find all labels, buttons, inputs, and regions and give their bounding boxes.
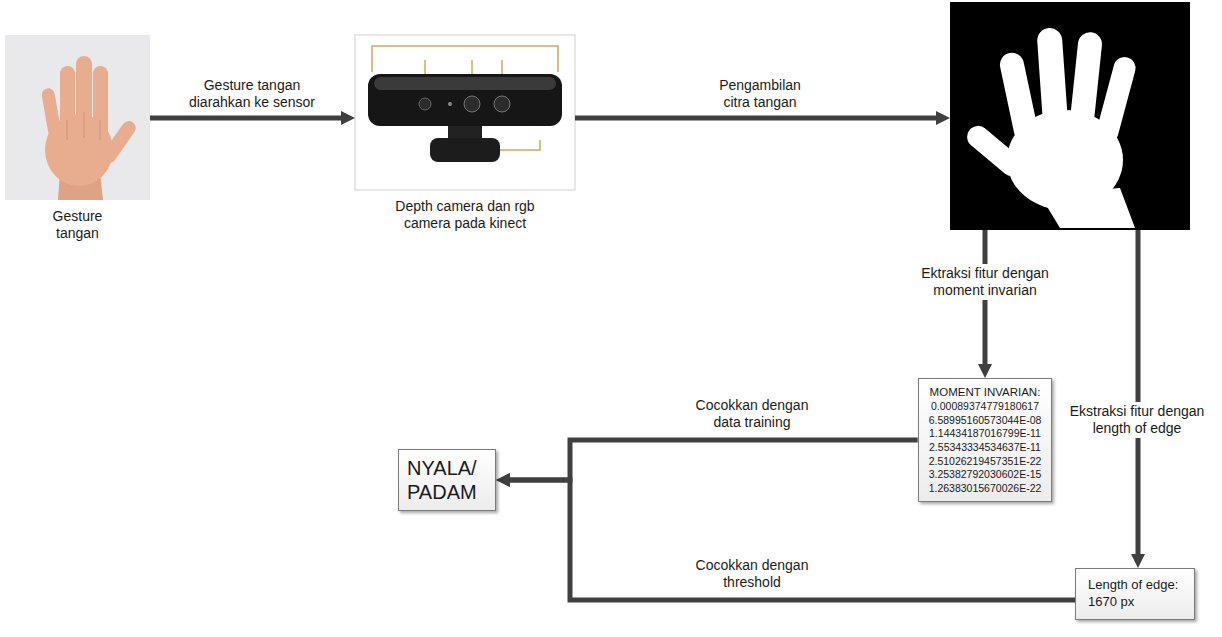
hand-photo-part [67, 112, 100, 140]
flow-arrow [1136, 230, 1141, 554]
box-value: 0.00089374779180617 [929, 400, 1042, 414]
hand-silhouette-part [1036, 27, 1068, 132]
box-value: 3.25382792030602E-15 [929, 468, 1042, 482]
kinect-sensor-part [448, 126, 482, 140]
image-caption: Gesture tangan [33, 208, 123, 242]
edge-label: Pengambilan citra tangan [705, 76, 815, 112]
kinect-sensor-part [374, 77, 556, 90]
box-value: 1670 px [1088, 594, 1182, 611]
kinect-sensor-part [368, 74, 562, 126]
image-caption: Depth camera dan rgb camera pada kinect [380, 198, 550, 232]
feature-box: Length of edge:1670 px [1075, 568, 1195, 620]
hand-silhouette-part [998, 51, 1041, 146]
box-value: 2.55343334534637E-11 [929, 441, 1042, 455]
hand-photo: Gesture tangan [5, 35, 150, 200]
hand-photo-part [100, 118, 139, 165]
kinect-sensor: Depth camera dan rgb camera pada kinect [355, 35, 575, 190]
kinect-sensor-part [448, 102, 452, 106]
box-heading: MOMENT INVARIAN: [929, 385, 1042, 400]
edge-label: Cocokkan dengan data training [685, 396, 820, 432]
hand-silhouette-part [950, 2, 1190, 230]
hand-photo-part [5, 35, 150, 200]
edge-label: Ekstraksi fitur dengan length of edge [1058, 402, 1216, 438]
hand-silhouette-part [1069, 31, 1103, 133]
kinect-sensor-part [372, 46, 558, 72]
box-value: 2.51026219457351E-22 [929, 455, 1042, 469]
box-heading: Length of edge: [1088, 577, 1182, 594]
box-value: 6.58995160573044E-08 [929, 414, 1042, 428]
kinect-sensor-part [419, 98, 431, 110]
flow-arrow [150, 116, 341, 121]
hand-silhouette-part [963, 121, 1028, 180]
flow-arrow [575, 116, 936, 121]
hand-silhouette [950, 2, 1190, 230]
edge-label: Cocokkan dengan threshold [685, 556, 820, 592]
kinect-sensor-part [430, 138, 500, 162]
hand-silhouette-part [1040, 188, 1135, 228]
hand-photo [5, 35, 150, 200]
hand-silhouette-part [1094, 55, 1138, 146]
kinect-sensor-part [494, 96, 510, 112]
kinect-sensor-part [355, 35, 575, 190]
edge-label: Gesture tangan diarahkan ke sensor [177, 76, 327, 112]
box-heading: NYALA/ PADAM [407, 456, 487, 504]
box-value: 1.14434187016799E-11 [929, 427, 1042, 441]
output-box: NYALA/ PADAM [398, 449, 496, 511]
kinect-sensor-part [500, 140, 540, 150]
kinect-sensor [355, 35, 575, 190]
hand-silhouette [950, 2, 1190, 230]
edge-label: Ektraksi fitur dengan moment invarian [908, 264, 1063, 300]
box-value: 1.26383015670026E-22 [929, 482, 1042, 496]
feature-box: MOMENT INVARIAN:0.000893747791806176.589… [918, 378, 1053, 502]
flow-arrow [510, 440, 918, 480]
kinect-sensor-part [464, 96, 480, 112]
